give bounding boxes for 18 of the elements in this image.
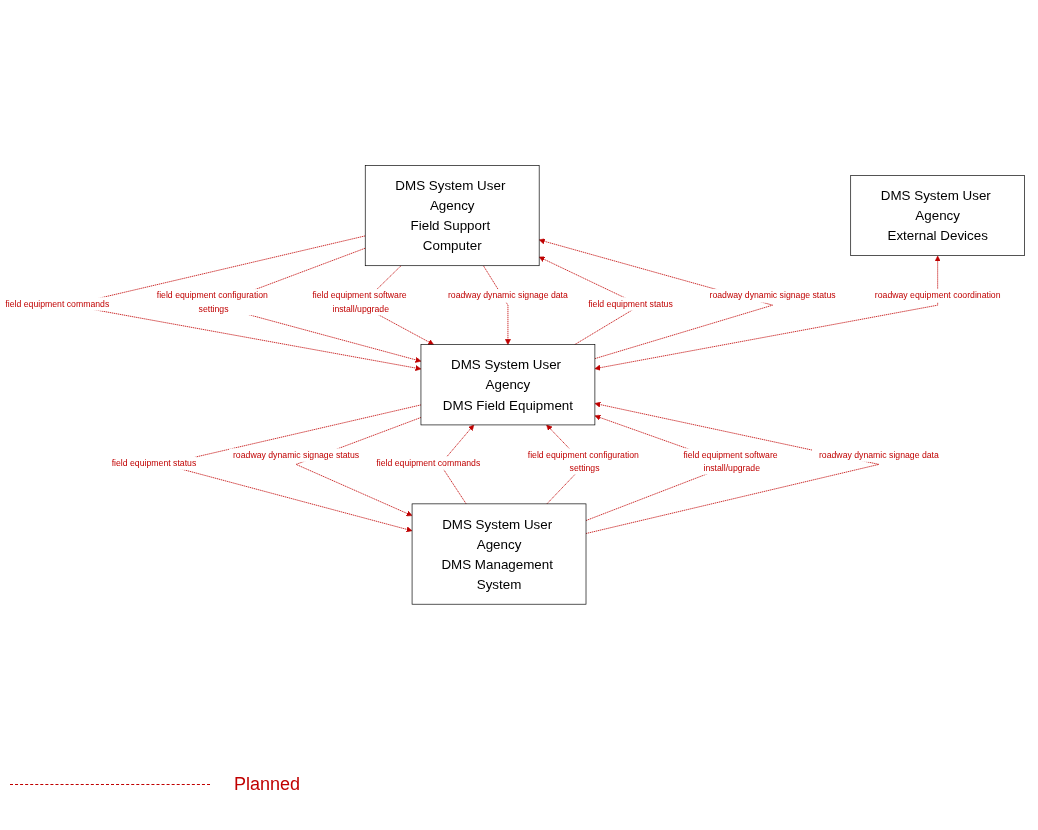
edge-label: field equipment configuration settings	[527, 449, 639, 473]
edge-label: field equipment software install/upgrade	[683, 449, 778, 473]
edge-label: field equipment status	[588, 298, 673, 309]
edge-label: roadway equipment coordination	[874, 290, 1001, 301]
edge-label: roadway dynamic signage data	[447, 290, 568, 301]
edge-label: roadway dynamic signage data	[818, 449, 939, 460]
node-box: DMS System User Agency Field Support Computer	[364, 165, 540, 267]
edge-label: roadway dynamic signage status	[709, 290, 836, 301]
node-box: DMS System User Agency DMS Management System	[411, 503, 587, 605]
edge-label: field equipment commands	[5, 298, 110, 309]
edge-label: roadway dynamic signage status	[232, 449, 360, 460]
node-box: DMS System User Agency DMS Field Equipment	[420, 344, 596, 426]
edge-label: field equipment software install/upgrade	[312, 290, 407, 314]
edge-label: field equipment status	[111, 457, 197, 468]
legend-text: Planned	[234, 774, 301, 795]
edge-label: field equipment commands	[376, 457, 481, 468]
edge-label: field equipment configuration settings	[156, 290, 268, 314]
node-box: DMS System User Agency External Devices	[850, 175, 1025, 257]
